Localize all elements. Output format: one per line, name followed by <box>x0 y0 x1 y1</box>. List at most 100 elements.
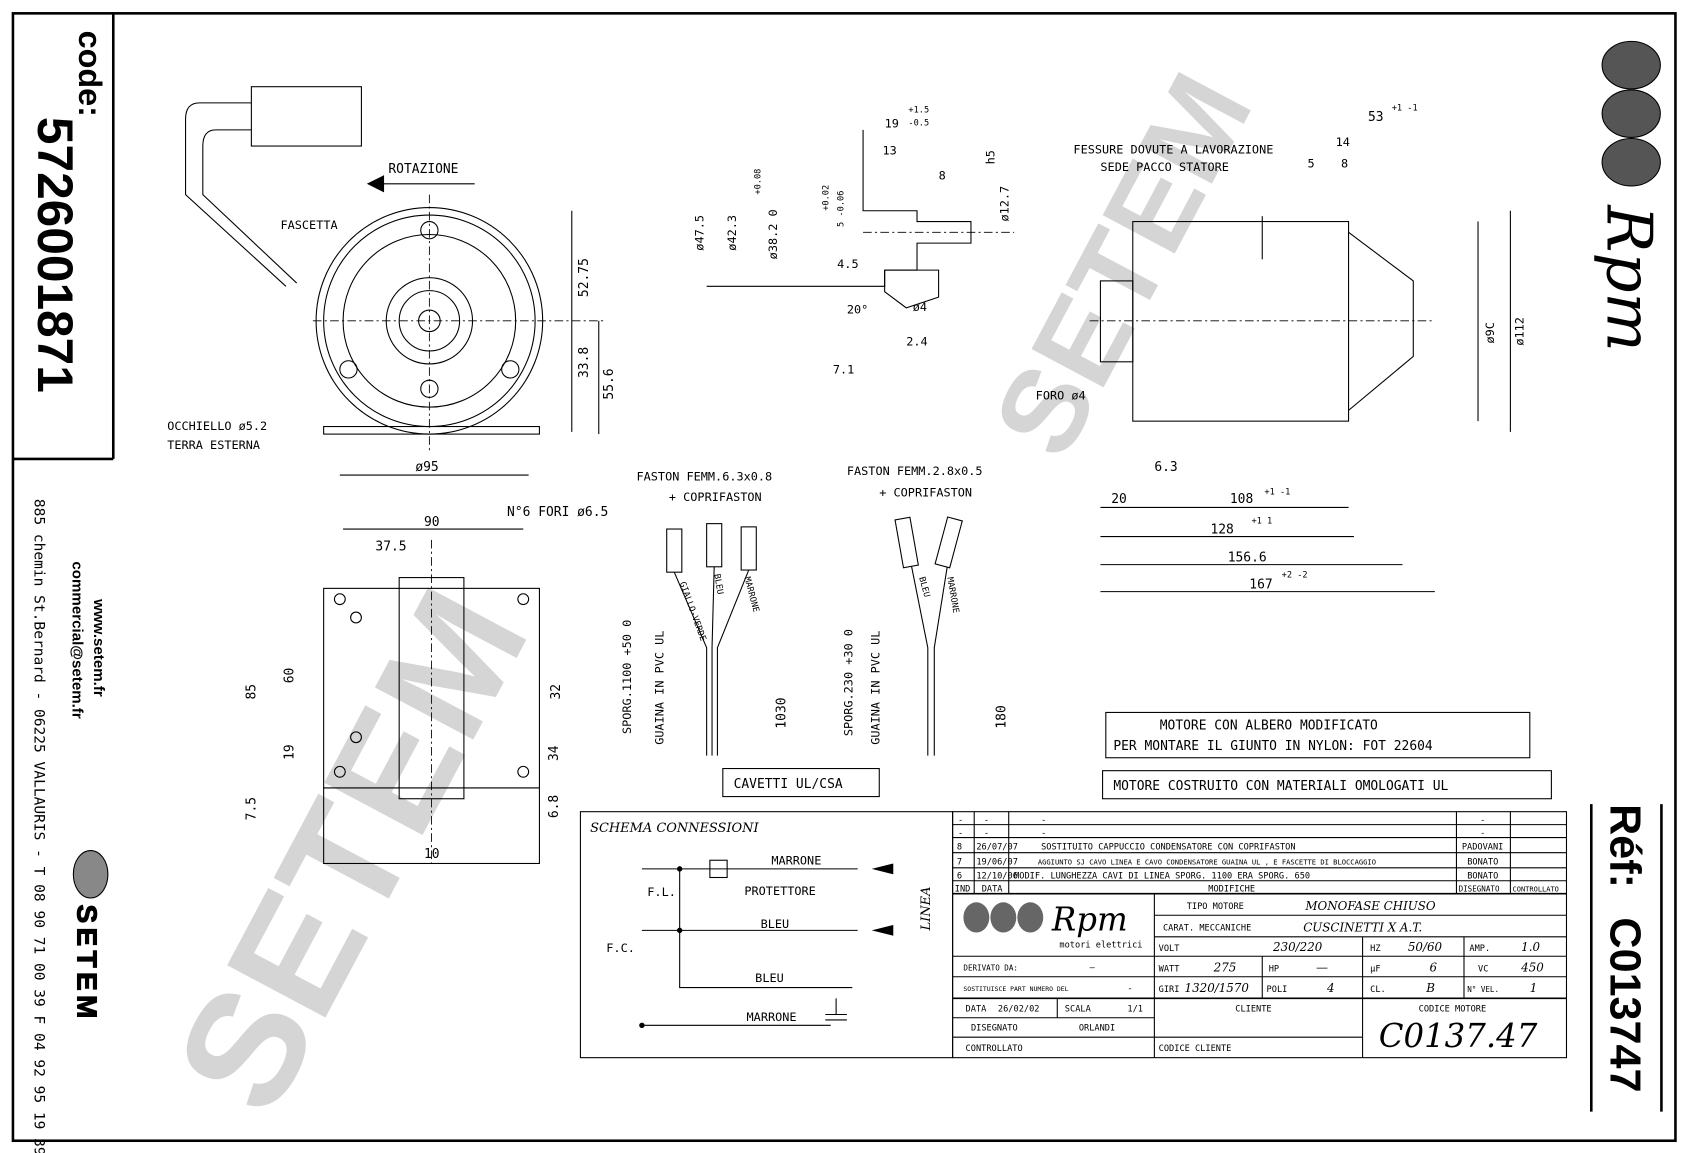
watt-value-text: 275 <box>1213 960 1237 974</box>
vc-label-text: VC <box>1478 964 1488 974</box>
dim-12-7: ø12.7 <box>998 186 1012 222</box>
title-logo-text: Rpm <box>1051 900 1128 938</box>
codice-motore-label-text: CODICE MOTORE <box>1419 1004 1487 1014</box>
dim-1030: 1030 <box>774 697 789 728</box>
watt-label-text: WATT <box>1159 964 1180 974</box>
ind-text: - <box>958 828 963 838</box>
hz-label-text: HZ <box>1370 944 1380 954</box>
cliente-label-text: CLIENTE <box>1235 1004 1271 1014</box>
tol-5-lower: 5 -0.06 <box>837 191 847 227</box>
ind-text: - <box>958 815 963 825</box>
dim-156-6: 156.6 <box>1228 550 1267 565</box>
dim-4: ø4 <box>913 300 927 314</box>
tol-167: +2 -2 <box>1282 571 1308 581</box>
dim-112: ø112 <box>1512 317 1526 346</box>
coprifaston1-label: + COPRIFASTON <box>669 490 762 504</box>
carat-label-text: CARAT. MECCANICHE <box>1163 923 1251 933</box>
left-panel: code: 5726001871 www.setem.fr commercial… <box>27 31 109 1153</box>
tol-128: +1 1 <box>1251 517 1272 527</box>
giri-label-text: GIRI <box>1159 985 1180 995</box>
sostituisce-value-text: - <box>1127 984 1132 994</box>
data-value-text: 26/02/02 <box>998 1004 1040 1014</box>
notes: MOTORE CON ALBERO MODIFICATO PER MONTARE… <box>1102 711 1552 800</box>
guaina1-label: GUAINA IN PVC UL <box>652 631 666 745</box>
mod-text: - <box>1041 828 1046 838</box>
revision-row: ---- <box>958 815 1485 825</box>
guaina2-label: GUAINA IN PVC UL <box>868 631 882 745</box>
fessure-line2: SEDE PACCO STATORE <box>1100 160 1229 174</box>
fascetta-label: FASCETTA <box>281 218 338 232</box>
code-label: code: <box>72 31 108 117</box>
code-value: 5726001871 <box>27 117 83 393</box>
mod-text: MODIF. LUNGHEZZA CAVI DI LINEA SPORG. 11… <box>1014 872 1310 882</box>
derivato-value-text: — <box>1090 963 1096 973</box>
sporg-230-label: SPORG.230 +30 0 <box>841 629 855 736</box>
ctrl-text: CONTROLLATO <box>1513 885 1559 894</box>
occhiello-label: OCCHIELLO ø5.2 <box>167 419 267 433</box>
disegnato-label-text: DISEGNATO <box>971 1024 1018 1034</box>
shaft-detail: 19 +1.5 -0.5 13 8 h5 ø12.7 ø47.5 ø42.3 ø… <box>692 106 1015 377</box>
address: 885 chemin St.Bernard - 06225 VALLAURIS … <box>31 499 48 1153</box>
dis-text: - <box>1480 815 1485 825</box>
bleu2-label: BLEU <box>916 576 931 599</box>
dim-42-3: ø42.3 <box>725 215 739 251</box>
dim-90: 90 <box>424 515 440 530</box>
dis-text: PADOVANI <box>1462 842 1504 852</box>
faston1-label: FASTON FEMM.6.3x0.8 <box>637 469 773 483</box>
dim-37-5: 37.5 <box>375 540 406 555</box>
data-text: 12/10/06 <box>976 872 1018 882</box>
schema-fl: F.L. <box>647 885 676 899</box>
schema-bleu2: BLEU <box>755 971 784 985</box>
email: commercial@setem.fr <box>68 561 85 718</box>
dim-34: 34 <box>547 745 562 761</box>
giallo-verde-label: GIALLO-VERDE <box>677 581 708 643</box>
fori-label: N°6 FORI ø6.5 <box>507 505 608 520</box>
fessure-line1: FESSURE DOVUTE A LAVORAZIONE <box>1073 143 1273 157</box>
drawing-border <box>11 12 1677 1143</box>
tipo-label-text: TIPO MOTORE <box>1187 902 1244 912</box>
derivato-label-text: DERIVATO DA: <box>963 963 1018 972</box>
wires-detail: FASTON FEMM.6.3x0.8 + COPRIFASTON FASTON… <box>620 464 1009 798</box>
front-view: ROTAZIONE FASCETTA OCCHIELLO ø5.2 TERRA … <box>167 86 617 476</box>
dis-text: BONATO <box>1467 872 1498 882</box>
schema-protettore: PROTETTORE <box>744 884 815 898</box>
dim-32: 32 <box>549 684 564 700</box>
note1-line1: MOTORE CON ALBERO MODIFICATO <box>1160 719 1378 734</box>
connection-schema: SCHEMA CONNESSIONI MARRONE PROTETTORE F.… <box>579 811 954 1059</box>
ref-label: Réf: <box>1601 804 1649 888</box>
dim-55-6: 55.6 <box>602 368 617 399</box>
dim-33-8: 33.8 <box>577 347 592 378</box>
dim-2-4: 2.4 <box>906 335 927 349</box>
terra-label: TERRA ESTERNA <box>167 438 260 452</box>
setem-logo-icon <box>72 849 109 899</box>
ind-text: IND <box>955 885 971 895</box>
dim-13: 13 <box>882 144 896 158</box>
tol-5-upper: +0.02 <box>822 185 832 211</box>
ind-text: 6 <box>957 872 962 882</box>
right-panel: Rpm Réf: C013747 <box>1590 40 1665 1112</box>
dim-85: 85 <box>245 684 260 700</box>
codice-motore-value: C0137.47 <box>1379 1017 1538 1055</box>
title-logo-sub: motori elettrici <box>1059 941 1142 951</box>
amp-value-text: 1.0 <box>1521 940 1540 954</box>
dim-60: 60 <box>282 668 297 684</box>
nvel-label-text: N° VEL. <box>1467 985 1499 994</box>
rpm-logo-text: Rpm <box>1592 204 1665 351</box>
scala-value-text: 1/1 <box>1127 1004 1143 1014</box>
note1-line2: PER MONTARE IL GIUNTO IN NYLON: FOT 2260… <box>1113 739 1433 754</box>
mod-text: AGGIUNTO SJ CAVO LINEA E CAVO CONDENSATO… <box>1038 858 1376 867</box>
dim-90: ø9C <box>1483 322 1497 343</box>
data-text: - <box>984 828 989 838</box>
dis-text: BONATO <box>1467 858 1498 868</box>
dim-14: 14 <box>1336 135 1350 149</box>
bottom-view: 90 N°6 FORI ø6.5 37.5 85 60 19 32 7.5 6.… <box>245 505 608 865</box>
revision-row: ---- <box>958 828 1485 838</box>
dim-h5: h5 <box>984 150 998 164</box>
rotation-label: ROTAZIONE <box>388 162 458 177</box>
data-text: DATA <box>982 885 1004 895</box>
controllato-label-text: CONTROLLATO <box>966 1044 1023 1054</box>
dim-8: 8 <box>939 168 946 182</box>
